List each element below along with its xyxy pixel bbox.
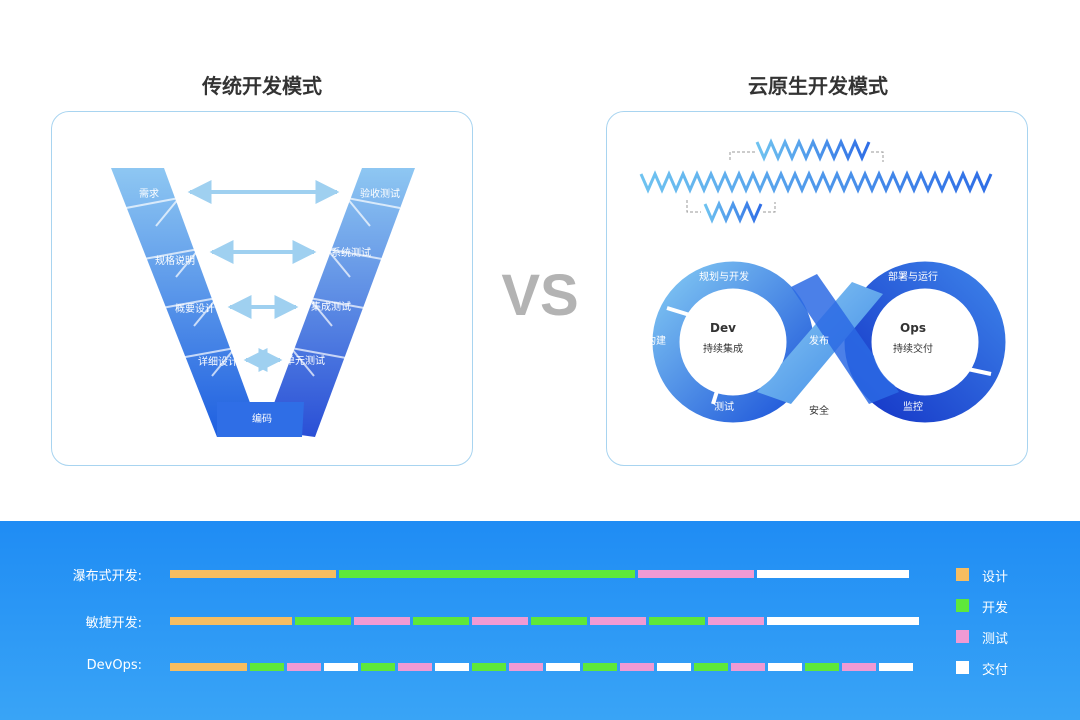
dev-title: Dev <box>710 321 736 335</box>
v-left-arm <box>111 168 260 437</box>
wave-long <box>639 170 993 194</box>
legend-label-design: 设计 <box>982 570 1009 585</box>
iteration-waves <box>639 138 993 224</box>
cloud-native-panel: Dev 持续集成 Ops 持续交付 规划与开发 构建 测试 发布 部署与运行 监… <box>606 111 1028 466</box>
v-model-diagram: 需求 规格说明 概要设计 详细设计 编码 验收测试 系统测试 集成测试 单元测试 <box>111 168 415 437</box>
release-band <box>757 282 883 404</box>
timeline-segment-dev <box>295 617 351 625</box>
ops-title: Ops <box>900 321 926 335</box>
devops-diagram: Dev 持续集成 Ops 持续交付 规划与开发 构建 测试 发布 部署与运行 监… <box>639 138 1006 423</box>
timeline-segment-dev <box>531 617 587 625</box>
loop-label-deploy: 部署与运行 <box>888 270 938 283</box>
timeline-segment-test <box>842 663 876 671</box>
timeline-segment-test <box>620 663 654 671</box>
loop-label-plan: 规划与开发 <box>699 270 749 283</box>
timeline-segment-dev <box>694 663 728 671</box>
v-right-arm <box>264 168 415 437</box>
timeline-segment-test <box>287 663 321 671</box>
legend-label-dev: 开发 <box>982 601 1009 616</box>
v-bottom <box>217 402 304 437</box>
timeline-segment-test <box>472 617 528 625</box>
legend-swatch-deliver <box>956 661 969 674</box>
timeline-segment-test <box>509 663 543 671</box>
stage-unit-test: 单元测试 <box>285 354 325 367</box>
timeline-segment-dev <box>805 663 839 671</box>
security-band <box>791 274 899 404</box>
stage-system-test: 系统测试 <box>331 246 371 259</box>
timeline-segment-design <box>170 617 292 625</box>
timeline-segment-dev <box>413 617 469 625</box>
stage-requirements: 需求 <box>139 188 159 200</box>
dev-loop <box>652 261 814 423</box>
legend-label-test: 测试 <box>982 632 1009 647</box>
stage-acceptance-test: 验收测试 <box>360 187 400 200</box>
timeline-segment-deliver <box>768 663 802 671</box>
timeline-segment-deliver <box>757 570 909 578</box>
timeline-segment-design <box>170 663 247 671</box>
loop-label-release: 发布 <box>809 334 829 347</box>
timeline-segment-deliver <box>879 663 913 671</box>
wave-short-top <box>755 138 871 162</box>
loop-label-security: 安全 <box>809 404 829 417</box>
dev-subtitle: 持续集成 <box>703 342 743 355</box>
traditional-title: 传统开发模式 <box>202 74 322 98</box>
timeline-segment-test <box>731 663 765 671</box>
loop-label-monitor: 监控 <box>903 400 923 413</box>
timeline-segment-test <box>638 570 754 578</box>
timeline-section: 瀑布式开发: 敏捷开发: DevOps: 设计开发测试交付 <box>0 521 1080 720</box>
timeline-row-label: 敏捷开发: <box>85 616 142 631</box>
stage-integration-test: 集成测试 <box>311 300 351 313</box>
stage-outline-design: 概要设计 <box>175 302 215 315</box>
timeline-segment-dev <box>361 663 395 671</box>
timeline-segment-test <box>354 617 410 625</box>
timeline-segment-test <box>708 617 764 625</box>
legend-label-deliver: 交付 <box>982 663 1009 678</box>
timeline-segment-dev <box>649 617 705 625</box>
timeline-segment-test <box>398 663 432 671</box>
traditional-panel: 需求 规格说明 概要设计 详细设计 编码 验收测试 系统测试 集成测试 单元测试 <box>51 111 473 466</box>
legend-swatch-test <box>956 630 969 643</box>
stage-spec: 规格说明 <box>155 254 195 267</box>
legend-swatch-dev <box>956 599 969 612</box>
timeline-segment-deliver <box>324 663 358 671</box>
timeline-segment-dev <box>583 663 617 671</box>
timeline-row-label: DevOps: <box>86 658 142 673</box>
timeline-segment-design <box>170 570 336 578</box>
stage-coding: 编码 <box>252 412 272 425</box>
timeline-segment-dev <box>339 570 635 578</box>
loop-label-test: 测试 <box>714 400 734 413</box>
timeline-segment-dev <box>472 663 506 671</box>
timeline-segment-test <box>590 617 646 625</box>
timeline-segment-deliver <box>767 617 919 625</box>
stage-detail-design: 详细设计 <box>198 355 238 368</box>
timeline-segment-deliver <box>435 663 469 671</box>
timeline-row-label: 瀑布式开发: <box>72 569 142 584</box>
ops-subtitle: 持续交付 <box>893 342 933 355</box>
timeline-segment-deliver <box>546 663 580 671</box>
timeline-segment-deliver <box>657 663 691 671</box>
legend-swatch-design <box>956 568 969 581</box>
timeline-segment-dev <box>250 663 284 671</box>
cloud-native-title: 云原生开发模式 <box>748 74 888 98</box>
loop-label-build: 构建 <box>646 334 666 347</box>
vs-label: VS <box>501 263 579 328</box>
wave-short-bottom <box>703 200 763 224</box>
